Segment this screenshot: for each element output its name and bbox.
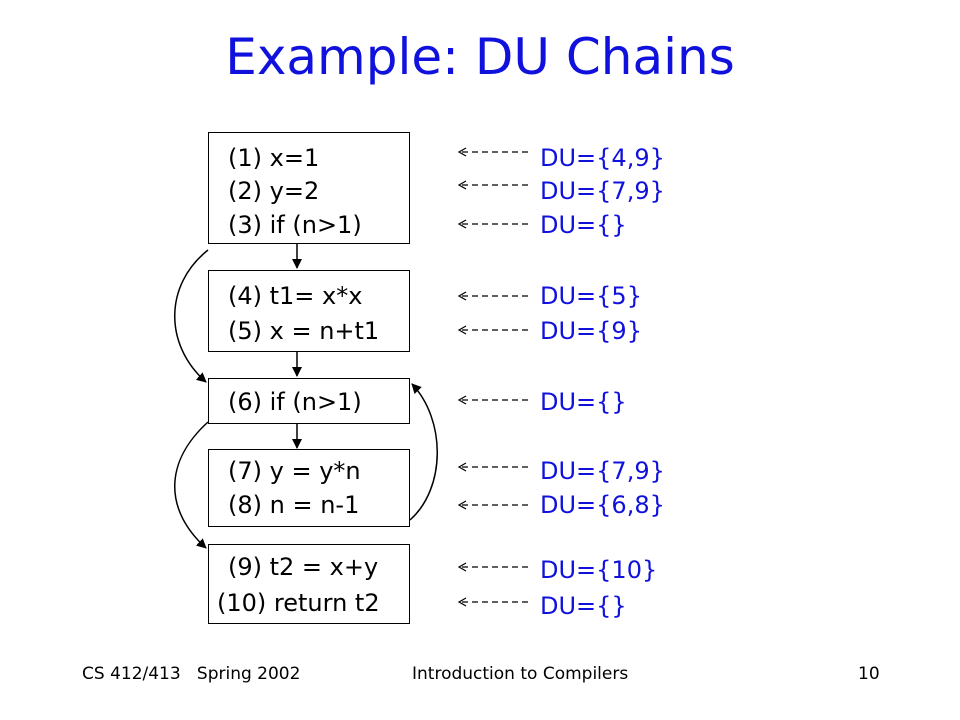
basic-block-3 xyxy=(208,378,410,424)
du-leader-arrow-2 xyxy=(457,180,528,190)
edge-b4-b3-backedge xyxy=(409,383,438,521)
slide-title: Example: DU Chains xyxy=(225,28,735,86)
du-chain-8: DU={6,8} xyxy=(540,491,665,519)
basic-block-4 xyxy=(208,449,410,527)
du-leader-arrow-9 xyxy=(457,562,528,572)
statement-6: (6) if (n>1) xyxy=(228,388,362,416)
edge-b1-b3-bypass xyxy=(174,249,209,383)
du-chain-3: DU={} xyxy=(540,211,627,239)
du-leader-arrow-4 xyxy=(457,291,528,301)
du-chain-6: DU={} xyxy=(540,388,627,416)
du-chain-9: DU={10} xyxy=(540,556,658,584)
statement-10: (10) return t2 xyxy=(217,589,380,617)
statement-5: (5) x = n+t1 xyxy=(228,317,380,345)
du-chain-1: DU={4,9} xyxy=(540,144,665,172)
basic-block-2 xyxy=(208,270,410,352)
footer-subject: Introduction to Compilers xyxy=(412,664,629,684)
du-leader-arrow-3 xyxy=(457,219,528,229)
du-leader-arrow-7 xyxy=(457,462,528,472)
statement-3: (3) if (n>1) xyxy=(228,211,362,239)
basic-block-5 xyxy=(208,544,410,624)
statement-4: (4) t1= x*x xyxy=(228,282,363,310)
edge-b3-b5-exit xyxy=(174,421,209,549)
footer-course: CS 412/413 Spring 2002 xyxy=(82,664,301,684)
du-chain-4: DU={5} xyxy=(540,282,642,310)
statement-2: (2) y=2 xyxy=(228,177,320,205)
du-leader-arrow-10 xyxy=(457,597,528,607)
du-leader-arrow-1 xyxy=(457,147,528,157)
statement-1: (1) x=1 xyxy=(228,144,320,172)
basic-block-1 xyxy=(208,132,410,244)
du-chain-7: DU={7,9} xyxy=(540,457,665,485)
du-chain-2: DU={7,9} xyxy=(540,177,665,205)
page-number: 10 xyxy=(858,664,880,684)
du-leader-arrow-8 xyxy=(457,500,528,510)
du-leader-arrow-6 xyxy=(457,395,528,405)
statement-7: (7) y = y*n xyxy=(228,457,361,485)
du-chain-5: DU={9} xyxy=(540,317,642,345)
du-chain-10: DU={} xyxy=(540,592,627,620)
statement-9: (9) t2 = x+y xyxy=(228,553,379,581)
du-leader-lines xyxy=(457,147,528,607)
du-leader-arrow-5 xyxy=(457,325,528,335)
statement-8: (8) n = n-1 xyxy=(228,491,360,519)
